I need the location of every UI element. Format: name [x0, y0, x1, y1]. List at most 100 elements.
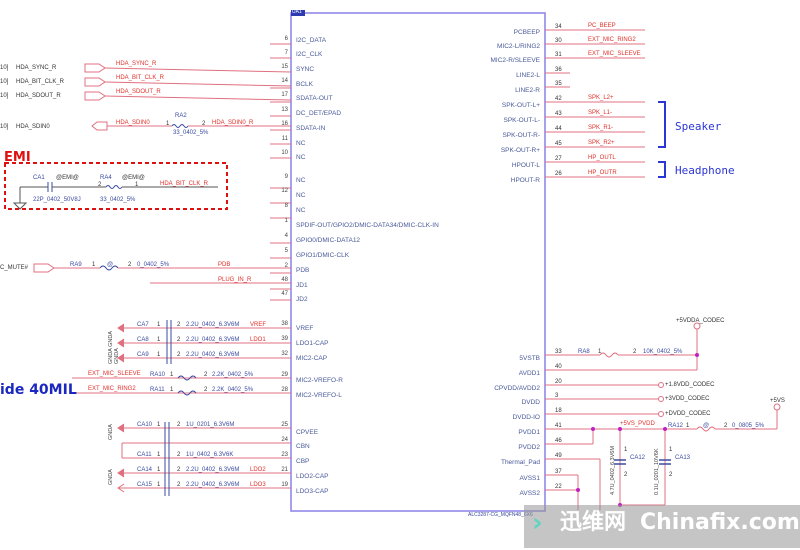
pin-number: 2 [177, 452, 181, 458]
resistor-value: 0_0805_5% [732, 423, 765, 429]
pin-name: PCBEEP [513, 29, 540, 36]
pin-number: 18 [555, 408, 562, 414]
pin-name: NC [296, 154, 306, 161]
pin-name: LINE2-L [516, 72, 540, 79]
watermark-logo-icon: › [532, 508, 543, 538]
pin-name: DVDD [521, 399, 540, 406]
pin-number: 2 [177, 337, 181, 343]
pin-number: 44 [555, 126, 562, 132]
pin-name: HPOUT-R [510, 177, 540, 184]
power-rail-label: +1.8VDD_CODEC [665, 382, 715, 388]
pin-number: 4 [284, 233, 288, 239]
pin-name: AVDD1 [518, 370, 540, 377]
pin-number: 36 [555, 67, 562, 73]
net-label: SPK_L2+ [588, 95, 614, 101]
net-label: EXT_MIC_SLEEVE [88, 371, 141, 377]
hda-signal-label: HDA_SDOUT_R [16, 93, 61, 99]
emi-option-note: @EMI@ [122, 175, 145, 181]
pin-name: SDATA-IN [296, 125, 326, 132]
pin-number: 1 [598, 349, 602, 355]
emi-label: EMI [4, 150, 31, 165]
chip-body [290, 12, 546, 512]
pin-name: SPK-OUT-R- [502, 132, 540, 139]
pin-name: CPVDD/AVDD2 [494, 385, 540, 392]
capacitor-value: 2.2U_0402_6.3V6M [186, 322, 240, 328]
resistor-value: 33_0402_5% [100, 197, 136, 203]
capacitor-ref: CA1 [33, 175, 45, 181]
pin-name: SPK-OUT-L- [503, 117, 540, 124]
pin-number: 2 [724, 423, 728, 429]
pin-number: 2 [177, 322, 181, 328]
pin-number: 1 [157, 337, 161, 343]
pin-name: LDO3-CAP [296, 488, 329, 495]
net-label: HP_OUTR [588, 170, 617, 176]
pin-name: LDO2-CAP [296, 473, 329, 480]
pin-name: CPVEE [296, 429, 319, 436]
pin-number: 15 [281, 64, 288, 70]
net-label: +5VS_PVDD [620, 421, 655, 427]
pin-name: MIC2-R/SLEEVE [490, 57, 541, 64]
net-label: SPK_R1- [588, 125, 614, 131]
pin-number: 27 [555, 156, 562, 162]
pin-number: 43 [555, 111, 562, 117]
pin-number: 2 [177, 422, 181, 428]
pin-name: MIC2-VREFO-R [296, 377, 343, 384]
pin-number: 1 [157, 482, 161, 488]
pin-number: 2 [177, 482, 181, 488]
pin-name: Thermal_Pad [500, 459, 540, 466]
pin-number: 11 [281, 136, 288, 142]
pin-number: 49 [555, 453, 562, 459]
pin-number: 23 [281, 452, 288, 458]
pin-number: 37 [555, 469, 562, 475]
pin-number: 1 [157, 422, 161, 428]
pin-number: 2 [669, 472, 673, 478]
capacitor-ref: CA12 [630, 455, 646, 461]
net-label: HDA_SDOUT_R [116, 89, 161, 95]
pin-name: GPIO1/DMIC-CLK [296, 252, 350, 259]
ground-label: GNDA [108, 469, 114, 485]
pin-name: HPOUT-L [511, 162, 540, 169]
power-rail-label: +DVDD_CODEC [665, 411, 711, 417]
pin-number: 5 [284, 248, 288, 254]
pin-number: 24 [281, 437, 288, 443]
net-label: HDA_BIT_CLK_R [116, 75, 165, 81]
pin-number: 1 [166, 121, 170, 127]
capacitor-value: 4.7U_0402_6.3V6M [610, 446, 616, 495]
pin-number: 31 [555, 52, 562, 58]
pin-number: 14 [281, 78, 288, 84]
pin-number: 33 [555, 349, 562, 355]
pin-number: 22 [555, 484, 562, 490]
pin-number: 28 [281, 387, 288, 393]
pin-name: PVDD1 [518, 429, 540, 436]
pin-number: 2 [98, 182, 102, 188]
pin-number: 16 [281, 121, 288, 127]
net-label: HDA_SYNC_R [116, 61, 157, 67]
net-label: PLUG_IN_R [218, 277, 252, 283]
resistor-value: 2.2K_0402_5% [212, 372, 254, 378]
pin-name: CBN [296, 443, 310, 450]
resistor-value: 2.2K_0402_5% [212, 387, 254, 393]
pin-name: SPK-OUT-R+ [500, 147, 540, 154]
pin-name: JD2 [296, 296, 308, 303]
capacitor-value: 22P_0402_50V8J [33, 197, 81, 203]
capacitor-ref: CA9 [137, 352, 149, 358]
pin-name: NC [296, 192, 306, 199]
net-label: HDA_SDIN0 [116, 120, 150, 126]
resistor-ref: RA9 [70, 262, 82, 268]
resistor-value: 10K_0402_5% [643, 349, 683, 355]
net-label: EXT_MIC_RING2 [588, 37, 636, 43]
speaker-group-label: Speaker [675, 120, 722, 133]
hda-signal-label: HDA_SYNC_R [16, 65, 57, 71]
watermark-cn: 迅维网 [560, 510, 627, 535]
capacitor-value: 0.1U_0201_10V6K [654, 448, 660, 495]
pin-number: 1 [157, 352, 161, 358]
pin-number: 2 [204, 387, 208, 393]
net-label: SPK_L1- [588, 110, 613, 116]
pin-number: 10 [281, 150, 288, 156]
pin-name: GPIO0/DMIC-DATA12 [296, 237, 361, 244]
pin-number: 1 [284, 218, 288, 224]
pin-name: NC [296, 207, 306, 214]
capacitor-ref: CA14 [137, 467, 153, 473]
capacitor-ref: CA15 [137, 482, 153, 488]
resistor-ref: RA8 [578, 349, 590, 355]
